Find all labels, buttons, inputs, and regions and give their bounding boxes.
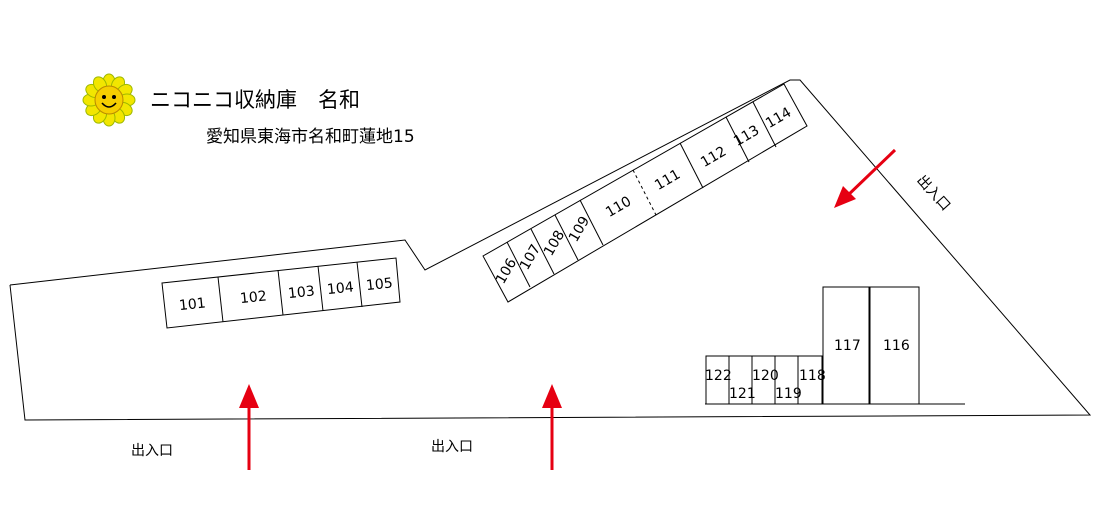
svg-text:101: 101 bbox=[178, 295, 206, 314]
unit-103[interactable]: 103 bbox=[287, 283, 315, 302]
facility-title: ニコニコ収納庫 名和 bbox=[150, 88, 360, 112]
svg-text:119: 119 bbox=[775, 386, 802, 402]
unit-117[interactable]: 117 bbox=[834, 338, 861, 354]
logo-sunflower-icon bbox=[82, 73, 136, 127]
svg-text:116: 116 bbox=[883, 338, 910, 354]
unit-118[interactable]: 118 bbox=[799, 368, 826, 384]
unit-row-diagonal: 106 107 108 109 110 111 112 113 114 bbox=[482, 83, 808, 303]
svg-text:121: 121 bbox=[729, 386, 756, 402]
svg-text:111: 111 bbox=[652, 167, 683, 194]
svg-text:105: 105 bbox=[365, 275, 393, 294]
facility-address: 愛知県東海市名和町蓮地15 bbox=[206, 127, 415, 147]
svg-text:104: 104 bbox=[326, 279, 354, 298]
svg-text:出入口: 出入口 bbox=[431, 439, 473, 455]
unit-cluster-right: 122 121 120 119 118 117 116 bbox=[705, 286, 965, 405]
unit-120[interactable]: 120 bbox=[752, 368, 779, 384]
svg-text:出入口: 出入口 bbox=[131, 443, 173, 459]
site-boundary bbox=[9, 79, 1092, 421]
unit-114[interactable]: 114 bbox=[763, 105, 794, 132]
svg-text:118: 118 bbox=[799, 368, 826, 384]
svg-text:102: 102 bbox=[239, 288, 267, 307]
svg-text:103: 103 bbox=[287, 283, 315, 302]
unit-122[interactable]: 122 bbox=[705, 368, 732, 384]
unit-112[interactable]: 112 bbox=[698, 144, 729, 171]
entrance-bottom-left: 出入口 bbox=[131, 384, 259, 470]
unit-110[interactable]: 110 bbox=[603, 194, 634, 221]
unit-row-left: 101 102 103 104 105 bbox=[161, 257, 401, 329]
svg-text:110: 110 bbox=[603, 194, 634, 221]
unit-111[interactable]: 111 bbox=[652, 167, 683, 194]
arrow-up-icon bbox=[542, 384, 562, 408]
unit-116[interactable]: 116 bbox=[883, 338, 910, 354]
unit-104[interactable]: 104 bbox=[326, 279, 354, 298]
svg-text:出入口: 出入口 bbox=[913, 172, 953, 214]
unit-101[interactable]: 101 bbox=[178, 295, 206, 314]
entrance-right: 出入口 bbox=[834, 148, 953, 214]
unit-105[interactable]: 105 bbox=[365, 275, 393, 294]
svg-text:122: 122 bbox=[705, 368, 732, 384]
svg-text:113: 113 bbox=[731, 123, 762, 150]
svg-text:117: 117 bbox=[834, 338, 861, 354]
arrow-down-left-icon bbox=[834, 186, 856, 208]
arrow-up-icon bbox=[239, 384, 259, 408]
entrance-bottom-middle: 出入口 bbox=[431, 384, 562, 470]
unit-113[interactable]: 113 bbox=[731, 123, 762, 150]
svg-text:114: 114 bbox=[763, 105, 794, 132]
unit-119[interactable]: 119 bbox=[775, 386, 802, 402]
unit-121[interactable]: 121 bbox=[729, 386, 756, 402]
svg-text:112: 112 bbox=[698, 144, 729, 171]
unit-102[interactable]: 102 bbox=[239, 288, 267, 307]
svg-text:120: 120 bbox=[752, 368, 779, 384]
